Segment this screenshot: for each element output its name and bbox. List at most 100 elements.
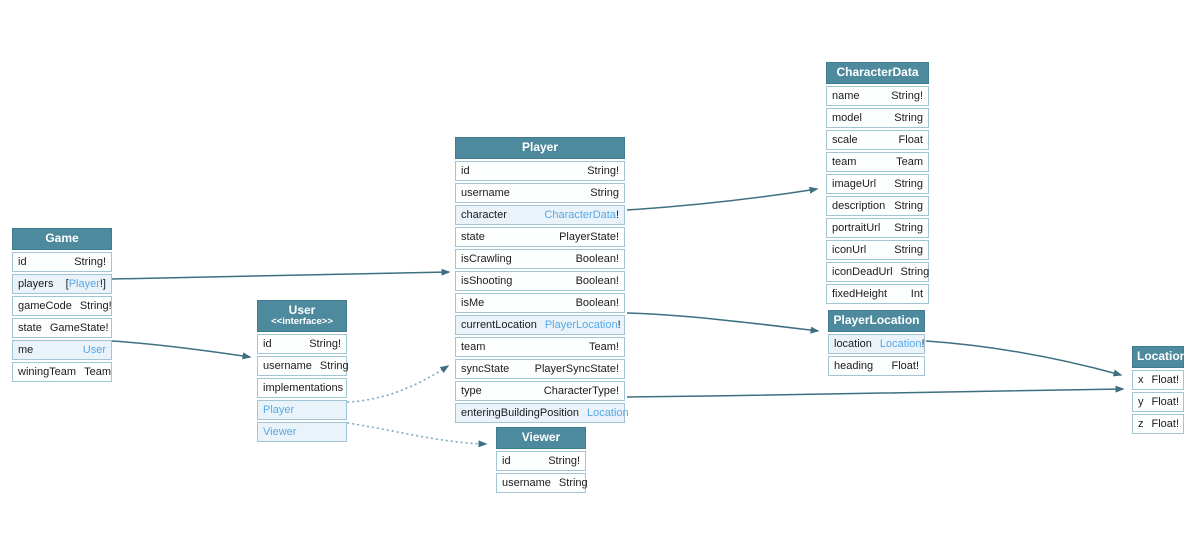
field-name: gameCode <box>18 300 72 312</box>
type-name: String <box>590 187 619 199</box>
type-link[interactable]: Location <box>879 338 922 350</box>
field-name: me <box>18 344 34 356</box>
type-node-header-location[interactable]: Location <box>1132 346 1187 368</box>
field-name: id <box>263 338 272 350</box>
field-type: Float! <box>1152 374 1180 386</box>
type-link[interactable]: User <box>82 344 106 356</box>
field-name: state <box>18 322 42 334</box>
type-name: String! <box>74 256 106 268</box>
field-name: state <box>461 231 485 243</box>
field-row-player-state[interactable]: state PlayerState! <box>455 227 625 247</box>
type-name: Boolean! <box>575 297 619 309</box>
field-type: Int <box>911 288 923 300</box>
field-name: id <box>18 256 27 268</box>
type-wrapper-close: ! <box>921 338 925 350</box>
type-node-header-characterdata[interactable]: CharacterData <box>826 62 929 84</box>
type-node-header-viewer[interactable]: Viewer <box>496 427 586 449</box>
field-name: currentLocation <box>461 319 537 331</box>
type-name: String! <box>587 165 619 177</box>
type-name: PlayerSyncState! <box>534 363 619 375</box>
type-link[interactable]: Player <box>68 278 100 290</box>
implementation-link[interactable]: Viewer <box>263 426 297 438</box>
type-title: Game <box>45 231 79 245</box>
field-name: name <box>832 90 860 102</box>
edge-playerlocation-location-to-location <box>925 340 1123 377</box>
field-row-user-username[interactable]: username String <box>257 356 349 376</box>
field-row-user-viewer[interactable]: Viewer <box>257 422 347 442</box>
type-link[interactable]: Location <box>587 407 629 419</box>
field-type: String <box>894 222 923 234</box>
field-type: Boolean! <box>576 297 619 309</box>
field-name: iconDeadUrl <box>832 266 893 278</box>
field-type: String! <box>587 165 619 177</box>
type-title: Location <box>1137 349 1187 363</box>
type-node-header-user[interactable]: User<<interface>> <box>257 300 347 332</box>
type-title: PlayerLocation <box>833 313 920 327</box>
type-node-header-player[interactable]: Player <box>455 137 625 159</box>
field-name: y <box>1138 396 1144 408</box>
field-row-game-me[interactable]: me User <box>12 340 112 360</box>
field-name: id <box>502 455 511 467</box>
type-node-header-game[interactable]: Game <box>12 228 112 250</box>
type-name: String <box>894 200 923 212</box>
implementation-link[interactable]: Player <box>263 404 295 416</box>
type-wrapper-open: [ <box>65 278 69 290</box>
type-title: Player <box>521 140 559 154</box>
field-type: String <box>894 178 923 190</box>
type-link[interactable]: CharacterData <box>544 209 616 221</box>
field-row-playerlocation-location[interactable]: location Location! <box>828 334 925 354</box>
field-name: fixedHeight <box>832 288 888 300</box>
field-row-user-implementations[interactable]: implementations <box>257 378 347 398</box>
field-row-characterdata-fixedheight[interactable]: fixedHeight Int <box>826 284 929 304</box>
field-type: PlayerState! <box>559 231 619 243</box>
field-type: Float! <box>1152 418 1180 430</box>
field-name: location <box>834 338 872 350</box>
field-name: username <box>263 360 312 372</box>
type-link[interactable]: PlayerLocation <box>544 319 618 331</box>
type-name: String <box>319 360 349 372</box>
type-node-header-playerlocation[interactable]: PlayerLocation <box>828 310 925 332</box>
field-row-user-player[interactable]: Player <box>257 400 347 420</box>
field-name: team <box>461 341 486 353</box>
field-row-game-players[interactable]: players[Player!] <box>12 274 112 294</box>
type-subtitle: <<interface>> <box>271 316 333 327</box>
field-row-game-id[interactable]: id String! <box>12 252 112 272</box>
